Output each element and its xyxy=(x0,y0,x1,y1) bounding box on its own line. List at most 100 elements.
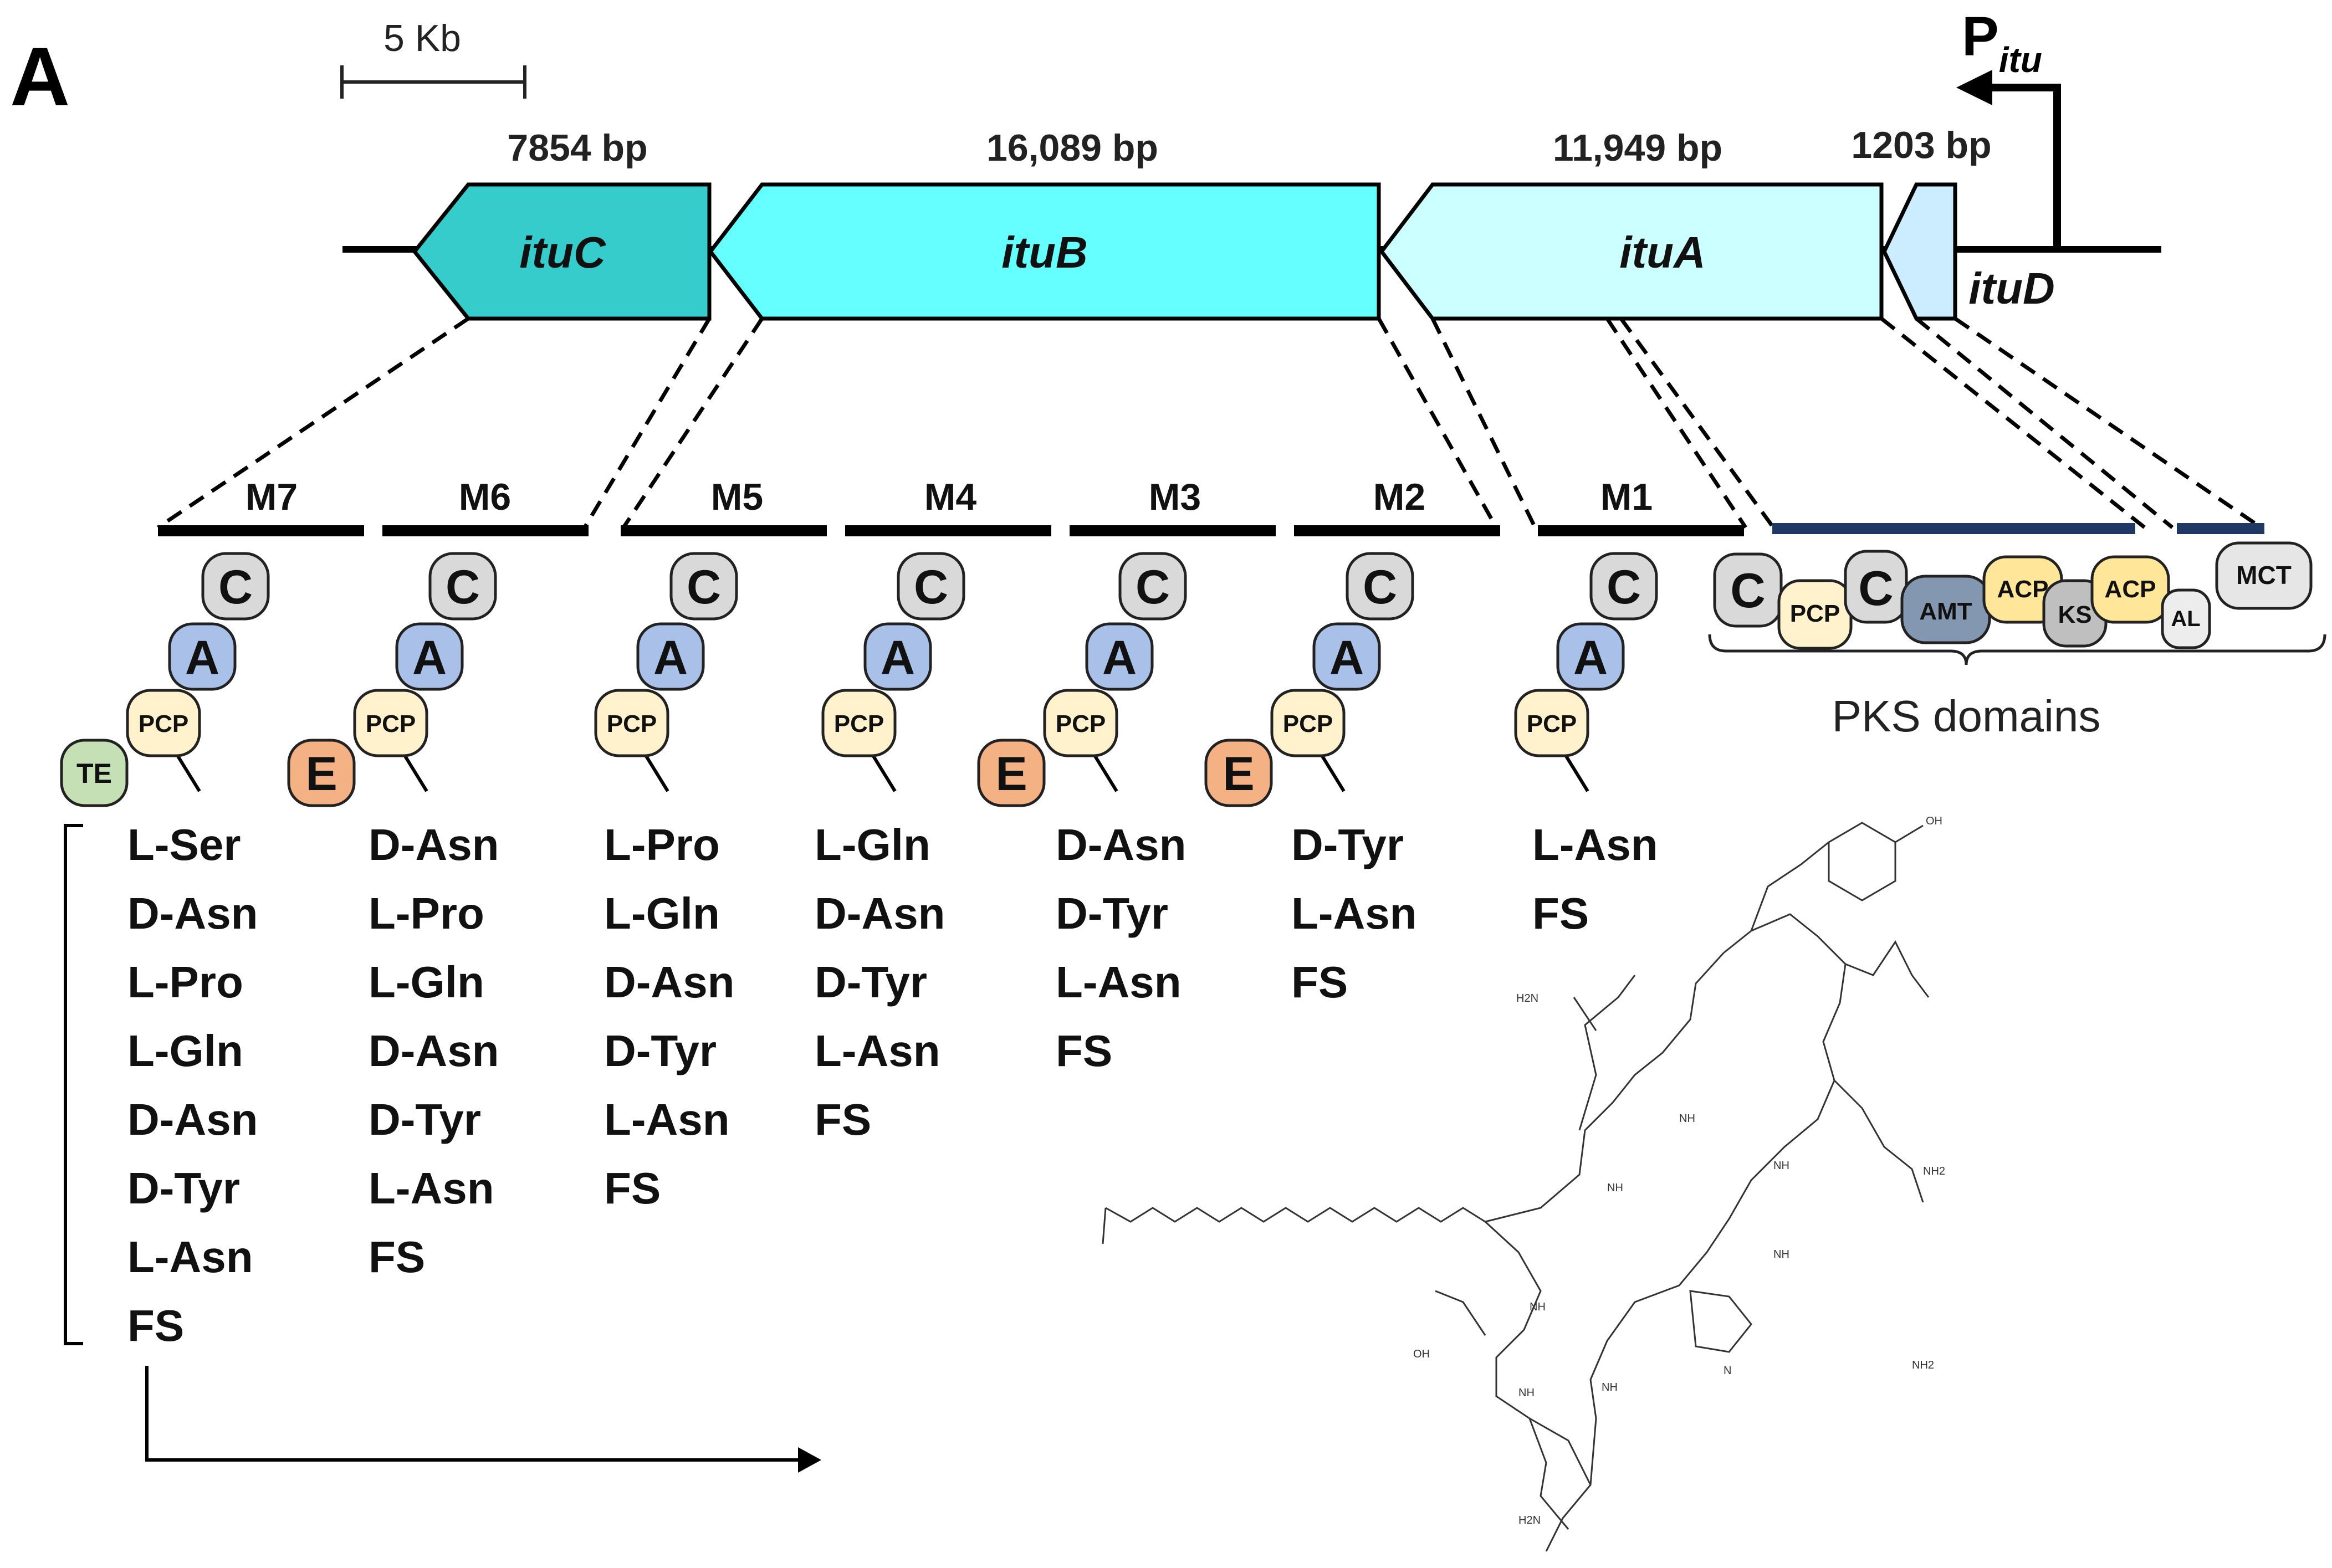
pks-c-label-2: C xyxy=(1858,561,1894,616)
m2-a-domain xyxy=(1312,622,1381,691)
product-entry: D-Tyr xyxy=(1291,820,1404,869)
product-entry: L-Asn xyxy=(127,1232,253,1282)
product-entry: L-Pro xyxy=(369,889,484,938)
chem-nh-label-6: NH xyxy=(1518,1387,1535,1399)
m3-c-label: C xyxy=(1136,561,1170,614)
m1-tether xyxy=(1561,750,1589,792)
products-bracket xyxy=(64,824,804,1462)
m3-c-domain xyxy=(1118,552,1187,621)
m5-tether xyxy=(641,750,669,792)
iturin-chemical-structure xyxy=(1102,822,1930,1552)
m2-pcp-domain xyxy=(1270,689,1346,757)
promoter-label: Pitu xyxy=(1962,6,2042,80)
module-label-m3: M3 xyxy=(1149,476,1201,518)
chem-nh-label-3: NH xyxy=(1773,1160,1789,1172)
product-entry: L-Pro xyxy=(127,957,243,1007)
product-lists: L-SerD-AsnL-ProL-GlnD-AsnD-TyrL-AsnFSD-A… xyxy=(127,820,1658,1350)
gene-ituB-size: 16,089 bp xyxy=(986,127,1158,169)
m7-a-domain xyxy=(168,622,237,691)
pks-amt-label: AMT xyxy=(1919,598,1972,625)
m3-tether xyxy=(1090,750,1118,792)
chem-nh-label-2: NH xyxy=(1607,1182,1623,1194)
m4-c-label: C xyxy=(914,561,948,614)
gene-ituC-arrow xyxy=(412,182,712,321)
pks-acp-domain-2 xyxy=(2090,555,2170,624)
chem-n-label: N xyxy=(1724,1365,1731,1377)
chem-nh-label-5: NH xyxy=(1530,1301,1546,1313)
chem-oh-label-2: OH xyxy=(1413,1348,1430,1360)
chem-nh2-label-1: NH2 xyxy=(1923,1165,1945,1177)
product-entry: FS xyxy=(1291,957,1348,1007)
pks-pcp-label: PCP xyxy=(1790,600,1840,627)
product-entry: D-Tyr xyxy=(604,1026,717,1075)
product-entry: L-Asn xyxy=(1056,957,1182,1007)
gene-ituD-arrow xyxy=(1882,182,1957,321)
m1-c-label: C xyxy=(1607,561,1641,614)
m6-e-domain xyxy=(287,739,356,807)
product-entry: L-Asn xyxy=(1532,820,1658,869)
pks-mct-label: MCT xyxy=(2236,561,2292,590)
m2-tether xyxy=(1317,750,1346,792)
product-entry: L-Asn xyxy=(1291,889,1417,938)
m2-c-label: C xyxy=(1363,561,1397,614)
module-label-m2: M2 xyxy=(1373,476,1425,518)
m5-a-domain xyxy=(636,622,705,691)
pks-acp-label-2: ACP xyxy=(2105,576,2156,603)
product-entry: D-Tyr xyxy=(1056,889,1168,938)
m4-pcp-label: PCP xyxy=(834,710,884,737)
promoter-arrow xyxy=(1956,70,2061,247)
gene-ituC-size: 7854 bp xyxy=(507,127,647,169)
module-label-m5: M5 xyxy=(711,476,763,518)
m6-pcp-label: PCP xyxy=(366,710,416,737)
product-entry: L-Gln xyxy=(604,889,720,938)
product-entry: FS xyxy=(1532,889,1589,938)
module-label-m7: M7 xyxy=(246,476,298,518)
gene-ituA-size: 11,949 bp xyxy=(1553,127,1722,169)
m1-a-domain xyxy=(1556,622,1625,691)
m4-tether xyxy=(868,750,897,792)
pks-c-label-1: C xyxy=(1730,563,1766,618)
m7-pcp-domain xyxy=(126,689,201,757)
m1-pcp-label: PCP xyxy=(1527,710,1577,737)
product-entry: L-Asn xyxy=(369,1164,494,1213)
m3-pcp-label: PCP xyxy=(1056,710,1106,737)
product-entry: L-Asn xyxy=(815,1026,940,1075)
product-entry: D-Tyr xyxy=(369,1095,481,1144)
product-entry: D-Tyr xyxy=(127,1164,240,1213)
m3-a-domain xyxy=(1085,622,1154,691)
product-entry: L-Gln xyxy=(815,820,930,869)
m5-c-label: C xyxy=(687,561,721,614)
m7-a-label: A xyxy=(185,631,219,684)
m5-pcp-label: PCP xyxy=(607,710,657,737)
m3-e-label: E xyxy=(995,747,1027,801)
gene-ituA-label: ituA xyxy=(1619,228,1706,277)
product-entry: L-Gln xyxy=(369,957,484,1007)
m6-a-domain xyxy=(395,622,464,691)
pks-bar-2 xyxy=(2177,523,2264,534)
product-entry: L-Gln xyxy=(127,1026,243,1075)
gene-ituA-arrow xyxy=(1379,182,1884,321)
m7-c-domain xyxy=(201,552,270,621)
m5-c-domain xyxy=(669,552,738,621)
m5-pcp-domain xyxy=(594,689,669,757)
product-entry: D-Asn xyxy=(369,820,499,869)
chem-h2n-label-2: H2N xyxy=(1518,1514,1541,1526)
product-entry: D-Tyr xyxy=(815,957,927,1007)
pks-al-domain xyxy=(2161,588,2211,649)
product-entry: L-Asn xyxy=(604,1095,730,1144)
m7-te-domain xyxy=(60,739,129,807)
m2-e-domain xyxy=(1204,739,1273,807)
m6-tether xyxy=(400,750,428,792)
m6-e-label: E xyxy=(305,747,337,801)
m1-c-domain xyxy=(1589,552,1658,621)
pks-mct-domain xyxy=(2215,541,2313,610)
product-entry: D-Asn xyxy=(1056,820,1187,869)
m6-c-domain xyxy=(428,552,497,621)
